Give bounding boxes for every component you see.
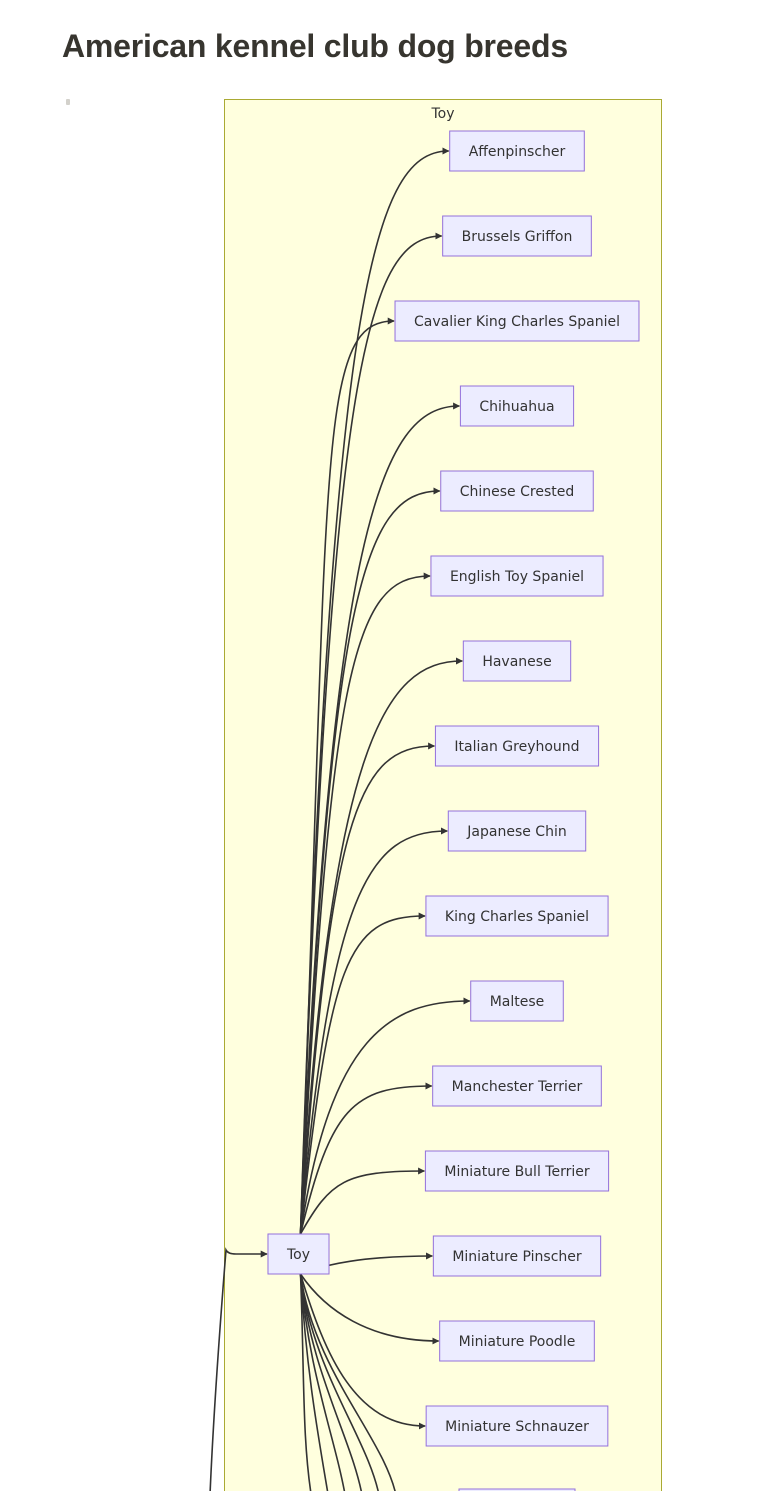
incoming-edge-arrow [209,1247,268,1491]
edge-arrow [299,997,471,1235]
breed-node-label: Miniature Poodle [459,1334,576,1350]
breed-node-label: Chihuahua [479,399,554,415]
breed-node-label: Affenpinscher [469,144,566,160]
page-title: American kennel club dog breeds [62,28,568,64]
breed-node-box [434,725,600,767]
edge-arrow [299,317,395,1235]
breed-node-box [425,1405,609,1447]
breed-node-box [470,980,564,1022]
edge-arrow [299,232,443,1235]
breed-node-box [462,640,572,682]
incoming-edge [209,1247,268,1491]
breed-node-label: Japanese Chin [466,824,566,840]
breed-node-box [442,215,592,257]
breed-node-box [425,895,609,937]
breed-node-label: Miniature Schnauzer [445,1419,589,1435]
edge-arrow [299,1273,440,1345]
breed-node[interactable]: Italian Greyhound [434,725,600,767]
breed-node-label: Chinese Crested [460,484,575,500]
breed-node-box [439,1320,595,1362]
breed-node-label: King Charles Spaniel [445,909,589,925]
breed-node[interactable]: Maltese [470,980,564,1022]
breed-node-box [432,1235,602,1277]
breed-node[interactable]: Brussels Griffon [442,215,592,257]
edge-arrow [299,1273,312,1491]
edge-arrow [299,147,450,1235]
breed-node-box [440,470,594,512]
edge-arrow [299,742,436,1235]
breed-node-label: Havanese [482,654,551,670]
breed-node[interactable]: Chihuahua [459,385,575,427]
breed-node[interactable]: Miniature Poodle [439,1320,595,1362]
breed-node[interactable]: Manchester Terrier [432,1065,602,1107]
edge-arrow [299,1167,426,1235]
breed-node[interactable]: Miniature Bull Terrier [424,1150,610,1192]
cluster-label: Toy [430,106,454,122]
breed-node-box [447,810,587,852]
edge-arrow [299,1273,379,1491]
breed-node-label: Brussels Griffon [462,229,573,245]
breed-node[interactable]: Cavalier King Charles Spaniel [394,300,640,342]
edge-arrow [299,657,464,1235]
edge-arrow [299,1273,346,1491]
edge-arrow [299,1082,433,1235]
breed-node-partial [458,1488,576,1491]
toy-hub-label: Toy [286,1247,310,1263]
toy-hub-node[interactable]: Toy [267,1233,330,1275]
breed-node-label: English Toy Spaniel [450,569,584,585]
breed-node-box [424,1150,610,1192]
breed-node[interactable]: Havanese [462,640,572,682]
edge-arrow [299,1273,426,1430]
breed-node-box [430,555,604,597]
breed-node[interactable]: Miniature Schnauzer [425,1405,609,1447]
breed-node-label: Italian Greyhound [454,739,579,755]
drag-handle-icon[interactable] [66,99,70,105]
toy-hub-box [267,1233,330,1275]
edge-arrow [299,572,431,1235]
breed-node[interactable]: Chinese Crested [440,470,594,512]
breed-node[interactable]: Japanese Chin [447,810,587,852]
breed-node[interactable]: Miniature Pinscher [432,1235,602,1277]
edge-arrow [299,912,426,1235]
breed-node[interactable]: Affenpinscher [449,130,585,172]
breed-node-box [394,300,640,342]
breed-node[interactable]: English Toy Spaniel [430,555,604,597]
breed-node-box [449,130,585,172]
edge-arrow [299,827,448,1235]
breed-node-label: Manchester Terrier [452,1079,583,1095]
edges-layer [299,147,471,1491]
edge-arrow [299,1273,363,1491]
edge-arrow [299,487,441,1235]
breed-node[interactable]: King Charles Spaniel [425,895,609,937]
breed-node-label: Miniature Bull Terrier [444,1164,589,1180]
breed-node-box [432,1065,602,1107]
breed-node-label: Cavalier King Charles Spaniel [414,314,620,330]
edge-arrow [299,1273,396,1491]
breed-node-box [459,385,575,427]
breed-node-label: Miniature Pinscher [452,1249,582,1265]
breed-node-label: Maltese [490,994,545,1010]
edge-arrow [299,1273,329,1491]
